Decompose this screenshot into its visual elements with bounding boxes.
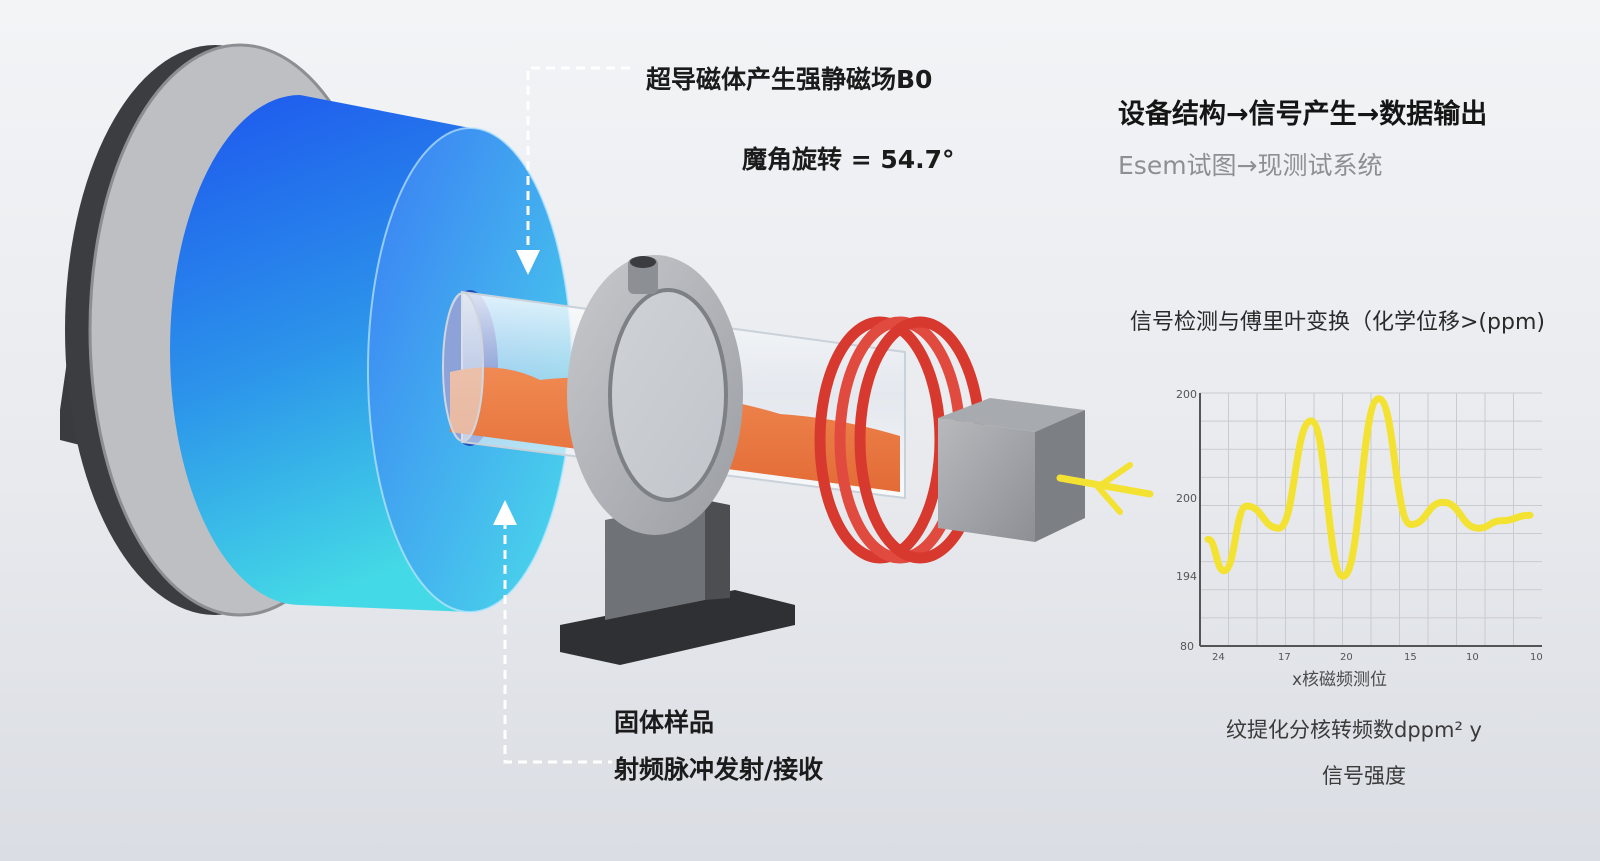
x-tick-label: 17 [1278, 652, 1291, 663]
y-axis-label: 纹提化分核转频数dppm² y [1226, 718, 1482, 742]
signal-line [1204, 395, 1534, 580]
signal-arrow [1056, 462, 1154, 515]
x-tick-label: 10 [1530, 652, 1543, 663]
magnet-label: 超导磁体产生强静磁场B0 [646, 65, 933, 94]
stand-column-side [705, 500, 730, 600]
x-tick-label: 24 [1212, 652, 1225, 663]
rotor-top-knob [628, 258, 658, 294]
box-front [938, 418, 1035, 542]
rotor-knob-cap [630, 256, 656, 268]
intensity-label: 信号强度 [1322, 764, 1406, 788]
y-tick-label: 80 [1180, 640, 1194, 653]
magic-angle-label: 魔角旋转 = 54.7° [742, 145, 955, 174]
flow-title: 设备结构→信号产生→数据输出 [1118, 99, 1488, 130]
x-tick-label: 20 [1340, 652, 1353, 663]
stand-base [560, 590, 795, 665]
detector-box [938, 398, 1085, 542]
y-tick-label: 200 [1176, 388, 1197, 401]
field-lines [493, 66, 630, 764]
flow-subtitle: Esem试图→现测试系统 [1118, 151, 1383, 180]
y-tick-label: 200 [1176, 492, 1197, 505]
field-arrow-down [516, 250, 540, 275]
rotor-ring-inner [610, 290, 726, 500]
field-line-top [526, 66, 630, 250]
chart-title: 信号检测与傅里叶变换（化学位移>(ppm) [1130, 310, 1545, 335]
x-axis-label: x核磁频测位 [1292, 670, 1387, 690]
sample-label: 固体样品 [614, 708, 715, 737]
chart-grid [1200, 392, 1542, 646]
field-arrow-up [493, 500, 517, 525]
box-top [938, 398, 1085, 432]
field-line-bottom [503, 520, 612, 764]
stand-column [605, 500, 705, 620]
tube-open-end [442, 292, 484, 442]
signal-arrow-head [1095, 462, 1133, 515]
x-tick-label: 15 [1404, 652, 1417, 663]
mas-rotor-assembly [560, 255, 795, 665]
rf-pulse-label: 射频脉冲发射/接收 [614, 755, 824, 784]
x-tick-label: 10 [1466, 652, 1479, 663]
signal-arrow-shaft [1056, 474, 1154, 498]
spectrum-chart: 200 200 194 80 24 17 20 15 10 10 x核磁频测位 [1176, 388, 1543, 690]
y-tick-label: 194 [1176, 570, 1197, 583]
rotor-ring-hole-edge [608, 288, 728, 502]
